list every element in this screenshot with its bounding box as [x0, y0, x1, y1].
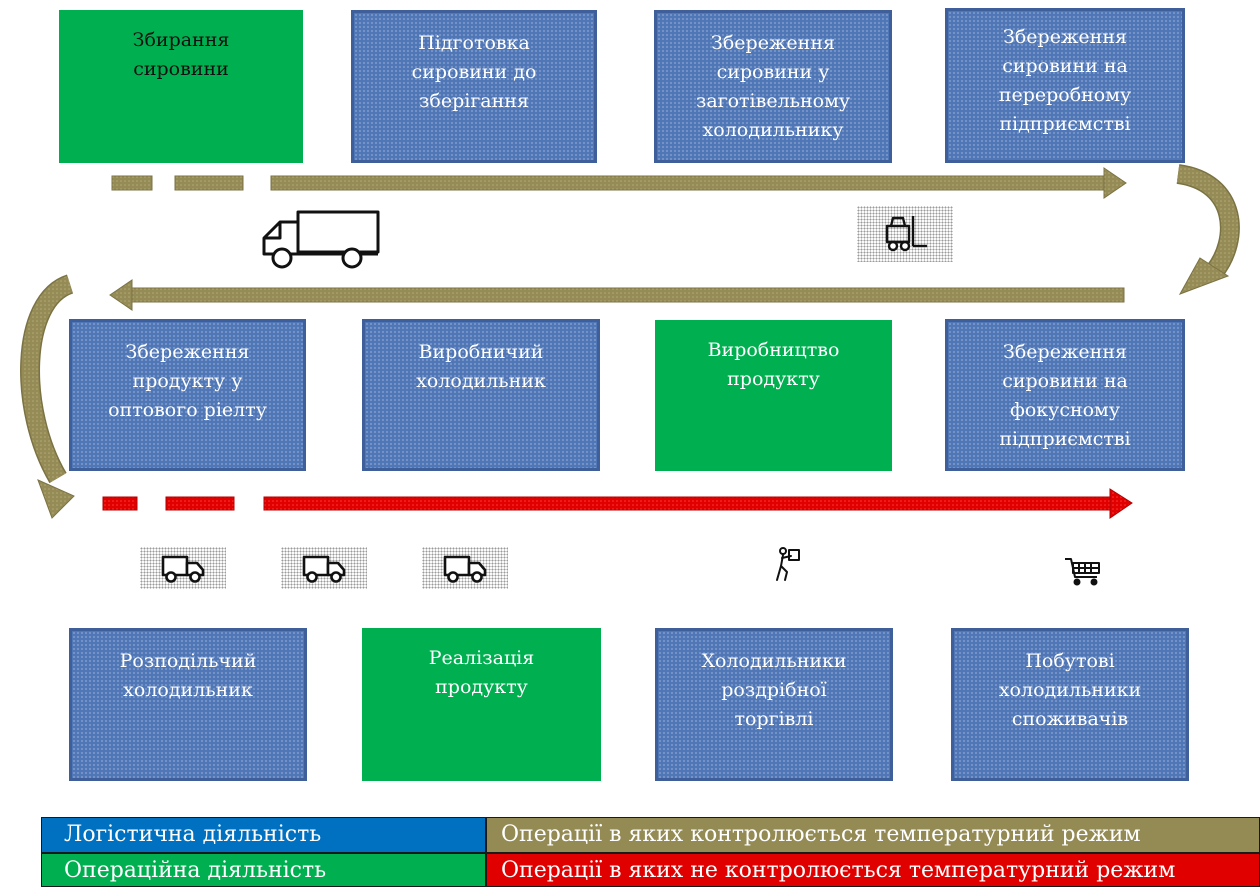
stage-product-manufacturing: Виробництво продукту [655, 320, 892, 471]
stage-raw-storage-processing: Збереження сировини на переробному підпр… [945, 8, 1185, 163]
porter-icon [772, 545, 804, 585]
stage-distribution-refrigerator: Розподільчий холодильник [69, 628, 307, 781]
truck-icon [258, 208, 382, 270]
delivery-truck-icon [281, 547, 367, 589]
legend-operations: Операційна діяльність [41, 853, 486, 887]
delivery-truck-icon [422, 547, 508, 589]
controlled-arrow-left-curve [20, 274, 75, 519]
stage-raw-collection: Збирання сировини [59, 10, 303, 163]
stage-production-refrigerator: Виробничий холодильник [362, 319, 600, 471]
controlled-arrow-right-curve [1176, 164, 1240, 295]
shopping-cart-icon [1062, 554, 1104, 588]
stage-raw-storage-focus: Збереження сировини на фокусному підприє… [945, 319, 1185, 471]
controlled-arrow-top [111, 167, 1127, 199]
delivery-truck-icon [140, 547, 226, 589]
stage-raw-preparation: Підготовка сировини до зберігання [351, 10, 597, 163]
controlled-arrow-middle [109, 279, 1125, 311]
forklift-icon [857, 206, 953, 262]
legend-temperature-uncontrolled: Операції в яких не контролюється темпера… [486, 853, 1260, 887]
stage-retail-refrigerators: Холодильники роздрібної торгівлі [655, 628, 893, 781]
legend-temperature-controlled: Операції в яких контролюється температур… [486, 817, 1260, 853]
stage-product-sales: Реалізація продукту [362, 628, 601, 781]
uncontrolled-arrow [102, 488, 1133, 519]
legend-logistics: Логістична діяльність [41, 817, 486, 853]
stage-household-refrigerators: Побутові холодильники споживачів [951, 628, 1189, 781]
stage-product-wholesale-storage: Збереження продукту у оптового ріелту [69, 319, 306, 471]
stage-raw-storage-procurement: Збереження сировини у заготівельному хол… [654, 10, 892, 163]
